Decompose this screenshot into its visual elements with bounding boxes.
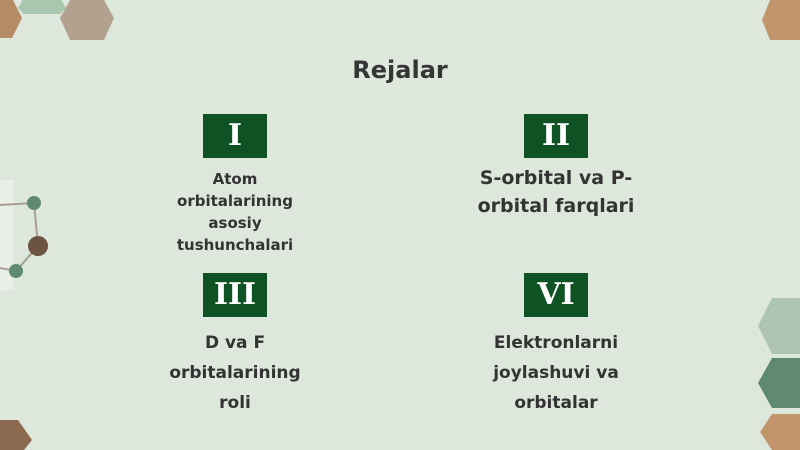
hexagon-decoration — [758, 358, 800, 408]
roman-numeral-badge: I — [203, 114, 267, 158]
roman-numeral-badge: III — [203, 273, 267, 317]
hexagon-decoration — [0, 0, 22, 38]
roman-numeral-badge: VI — [524, 273, 588, 317]
hexagon-decoration — [0, 420, 32, 450]
item-text: S-orbital va P-orbital farqlari — [477, 167, 635, 217]
slide-title: Rejalar — [352, 56, 448, 84]
hexagon-decoration — [60, 0, 114, 40]
roman-numeral-badge: II — [524, 114, 588, 158]
hexagon-decoration — [758, 298, 800, 354]
hexagon-decoration — [762, 0, 800, 40]
item-text: Atom orbitalarining asosiy tushunchalari — [176, 170, 294, 254]
molecule-icon — [0, 196, 48, 278]
side-panel-decoration — [0, 180, 14, 290]
hexagon-decoration — [18, 0, 66, 14]
item-text: Elektronlarni joylashuvi va orbitalar — [493, 333, 619, 413]
hexagon-decoration — [760, 414, 800, 450]
item-text: D va F orbitalarining roli — [169, 333, 301, 413]
